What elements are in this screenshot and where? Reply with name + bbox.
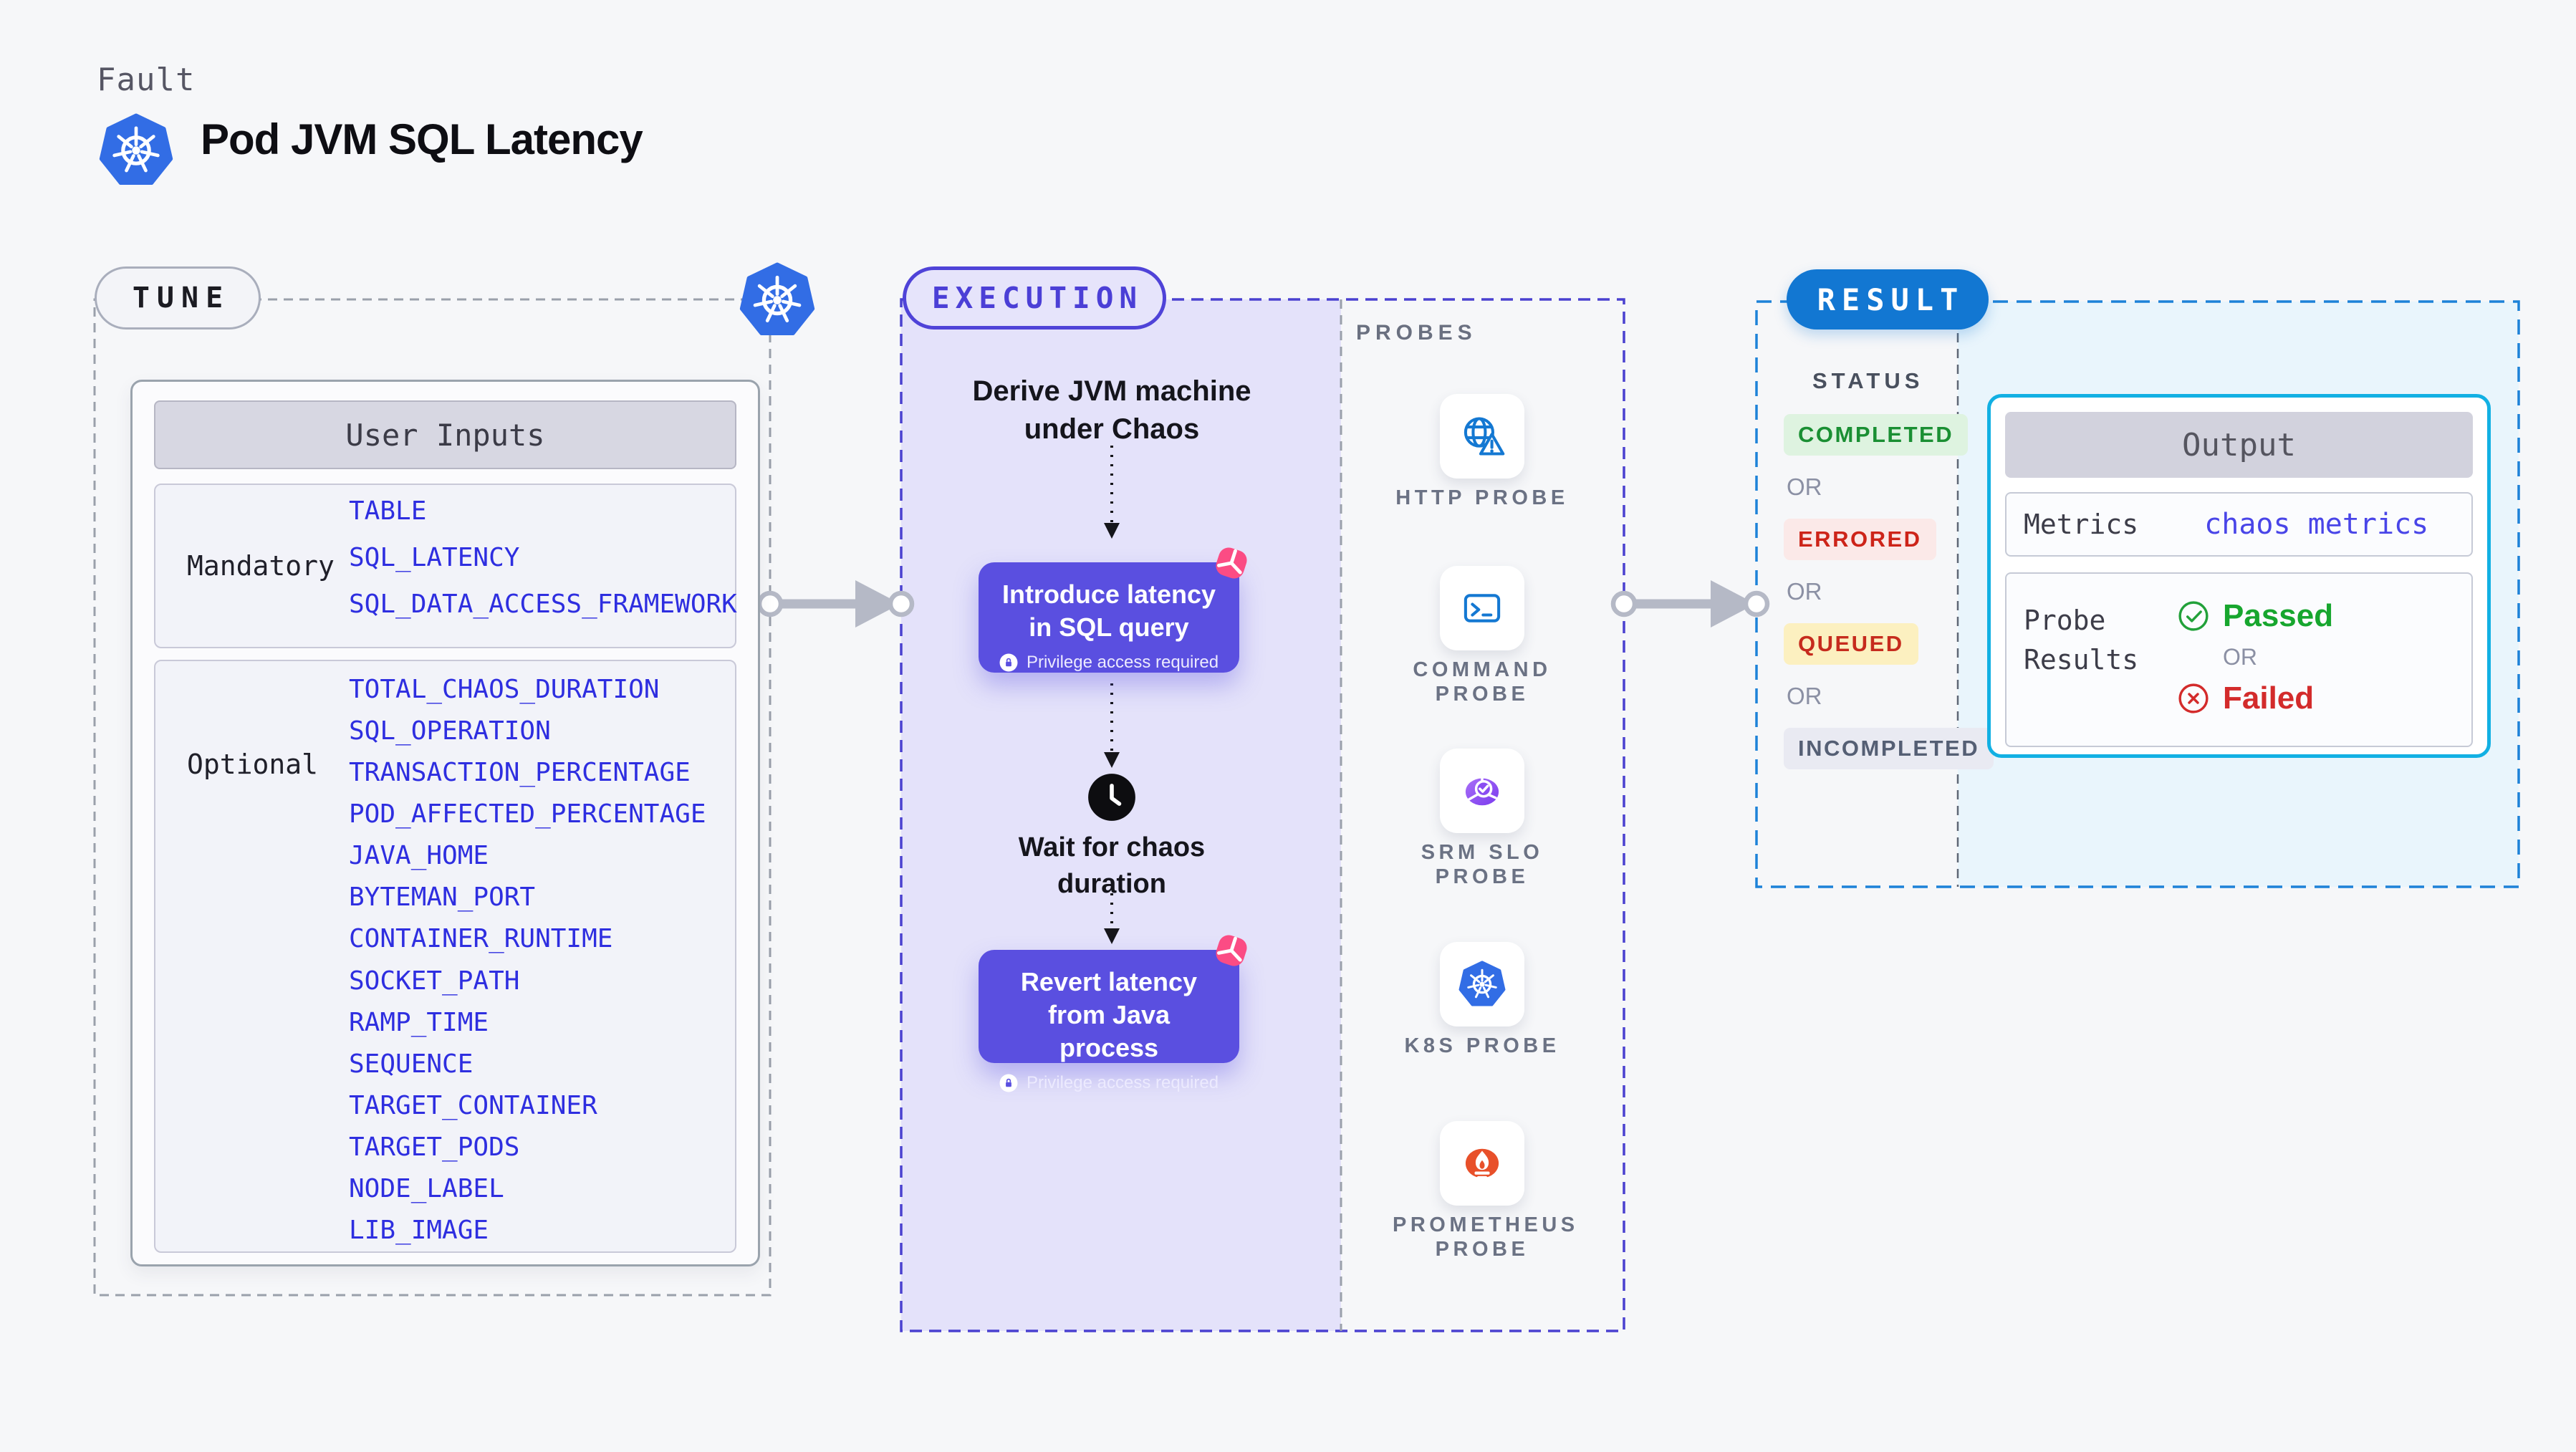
- tune-to-execution-arrow: [756, 580, 915, 628]
- param-item: BYTEMAN_PORT: [349, 883, 536, 913]
- kubernetes-logo-icon: [99, 113, 173, 188]
- step-title: Revert latency from Java process: [1020, 967, 1198, 1063]
- privilege-note: Privilege access required: [979, 1073, 1239, 1093]
- probe-label: K8S PROBE: [1404, 1034, 1560, 1057]
- lock-icon: [999, 653, 1018, 673]
- param-item: TARGET_CONTAINER: [349, 1090, 597, 1120]
- metrics-value: chaos metrics: [2204, 508, 2429, 541]
- optional-label: Optional: [187, 749, 319, 780]
- status-column: COMPLETED OR ERRORED OR QUEUED OR INCOMP…: [1784, 414, 1994, 769]
- param-item: SQL_LATENCY: [349, 543, 520, 572]
- probe-results-row: Probe Results Passed OR Failed: [2005, 572, 2473, 747]
- http-probe-icon: [1458, 412, 1506, 461]
- probe-card-command: [1440, 566, 1524, 650]
- step-title: Introduce latency in SQL query: [1001, 580, 1216, 643]
- param-item: JAVA_HOME: [349, 841, 489, 871]
- status-badge-queued: QUEUED: [1784, 623, 1918, 665]
- chaos-pinwheel-icon: [1212, 931, 1251, 970]
- execution-section-pill: EXECUTION: [903, 266, 1166, 330]
- probe-label: HTTP PROBE: [1395, 486, 1569, 509]
- privilege-note: Privilege access required: [979, 653, 1239, 673]
- check-circle-icon: [2177, 600, 2210, 633]
- param-item: LIB_IMAGE: [349, 1216, 489, 1246]
- probes-section-label: PROBES: [1356, 321, 1477, 345]
- param-item: POD_AFFECTED_PERCENTAGE: [349, 799, 706, 829]
- mandatory-params-box: Mandatory TABLE SQL_LATENCY SQL_DATA_ACC…: [154, 484, 737, 648]
- step-wait-duration: Wait for chaos duration: [1018, 832, 1206, 899]
- status-badge-incompleted: INCOMPLETED: [1784, 728, 1994, 769]
- optional-params-box: Optional TOTAL_CHAOS_DURATION SQL_OPERAT…: [154, 660, 736, 1253]
- probe-card-http: [1440, 394, 1524, 479]
- optional-param-list: TOTAL_CHAOS_DURATION SQL_OPERATION TRANS…: [349, 661, 706, 1251]
- execution-to-result-arrow: [1610, 580, 1770, 628]
- probe-card-k8s: [1440, 942, 1524, 1027]
- x-circle-icon: [2177, 682, 2210, 715]
- metrics-label: Metrics: [2024, 509, 2139, 540]
- or-separator: OR: [2223, 644, 2257, 670]
- status-label: STATUS: [1812, 368, 1924, 393]
- probe-card-srm-slo: [1440, 749, 1524, 833]
- param-item: TOTAL_CHAOS_DURATION: [349, 674, 660, 704]
- step-derive-jvm: Derive JVM machine under Chaos: [972, 375, 1251, 445]
- probe-label: SRM SLO PROBE: [1421, 841, 1544, 888]
- failed-line: Failed: [2177, 681, 2333, 716]
- fault-kicker: Fault: [97, 62, 196, 98]
- param-item: NODE_LABEL: [349, 1174, 504, 1204]
- chaos-pinwheel-icon: [1212, 544, 1251, 582]
- param-item: SQL_DATA_ACCESS_FRAMEWORK: [349, 590, 737, 619]
- param-item: TRANSACTION_PERCENTAGE: [349, 757, 691, 787]
- lock-icon: [999, 1074, 1018, 1093]
- srm-slo-probe-icon: [1457, 766, 1507, 816]
- param-item: RAMP_TIME: [349, 1007, 489, 1037]
- probe-card-prometheus: [1440, 1121, 1524, 1206]
- param-item: SOCKET_PATH: [349, 966, 520, 996]
- user-inputs-header: User Inputs: [154, 400, 736, 469]
- tune-section-pill: TUNE: [95, 266, 261, 330]
- kubernetes-corner-icon: [739, 262, 815, 338]
- or-separator: OR: [1787, 683, 1822, 709]
- or-separator: OR: [1787, 578, 1822, 605]
- passed-line: Passed: [2177, 598, 2333, 634]
- result-section-pill: RESULT: [1787, 269, 1989, 330]
- probe-results-label: Probe Results: [2024, 605, 2139, 676]
- step-introduce-latency: Introduce latency in SQL query Privilege…: [979, 562, 1239, 673]
- clock-icon: [1087, 772, 1137, 822]
- mandatory-label: Mandatory: [187, 550, 335, 582]
- output-header: Output: [2005, 412, 2473, 478]
- status-badge-errored: ERRORED: [1784, 519, 1936, 560]
- command-probe-icon: [1458, 584, 1506, 633]
- param-item: TARGET_PODS: [349, 1133, 520, 1163]
- or-separator: OR: [1787, 473, 1822, 500]
- param-item: SEQUENCE: [349, 1049, 474, 1079]
- prometheus-probe-icon: [1457, 1138, 1507, 1188]
- probe-label: PROMETHEUS PROBE: [1393, 1213, 1579, 1261]
- page-title: Pod JVM SQL Latency: [201, 115, 643, 163]
- probe-results-values: Passed OR Failed: [2177, 574, 2333, 746]
- output-card: Output Metrics chaos metrics Probe Resul…: [1987, 394, 2491, 758]
- param-item: SQL_OPERATION: [349, 716, 551, 746]
- status-badge-completed: COMPLETED: [1784, 414, 1969, 456]
- metrics-row: Metrics chaos metrics: [2005, 492, 2473, 557]
- step-revert-latency: Revert latency from Java process Privile…: [979, 950, 1239, 1093]
- param-item: CONTAINER_RUNTIME: [349, 924, 613, 954]
- user-inputs-card: User Inputs Mandatory TABLE SQL_LATENCY …: [130, 380, 760, 1266]
- probe-label: COMMAND PROBE: [1413, 658, 1552, 706]
- param-item: TABLE: [349, 496, 427, 526]
- mandatory-param-list: TABLE SQL_LATENCY SQL_DATA_ACCESS_FRAMEW…: [349, 485, 737, 647]
- k8s-probe-icon: [1458, 961, 1506, 1008]
